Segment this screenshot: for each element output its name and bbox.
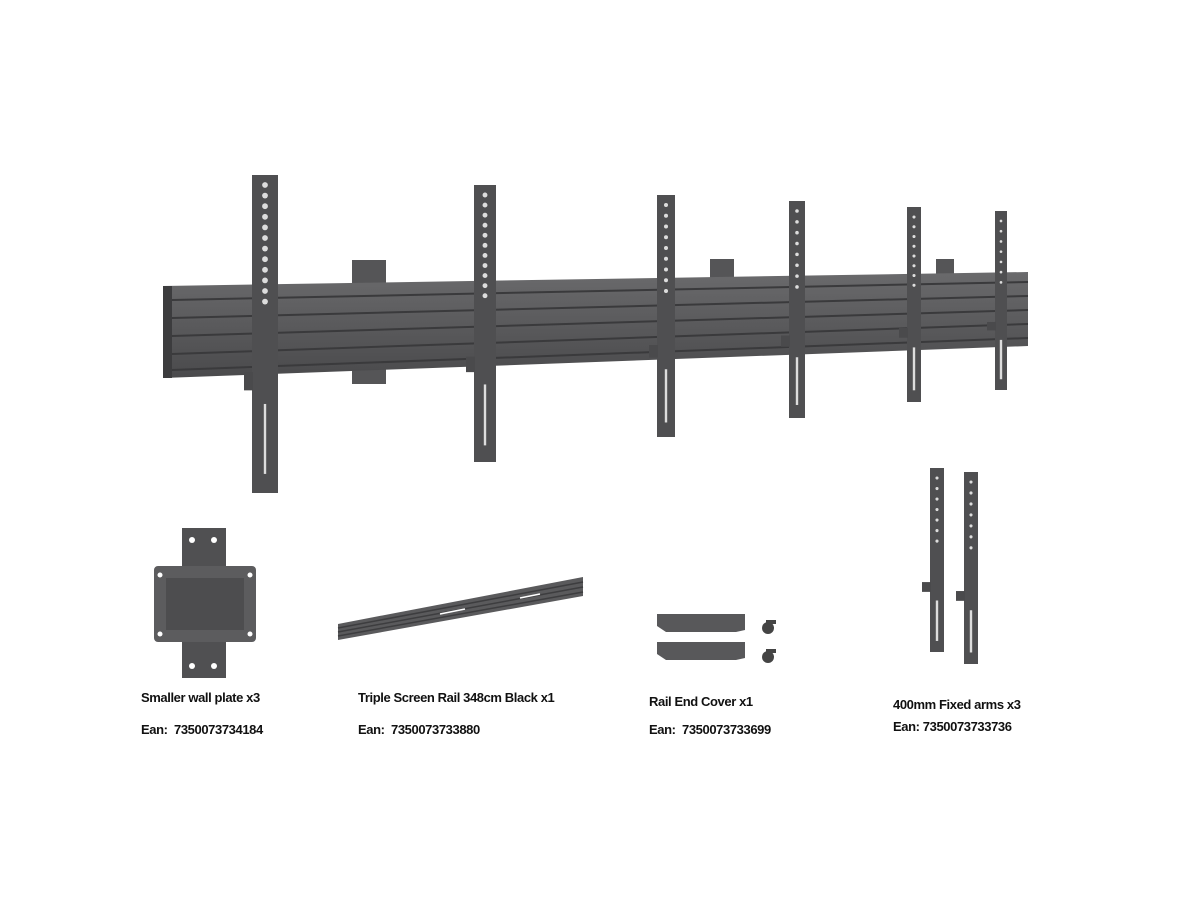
arm <box>781 201 805 418</box>
product-ean: Ean: 7350073733699 <box>649 722 771 737</box>
product-ean: Ean: 7350073733880 <box>358 722 480 737</box>
product-name: 400mm Fixed arms x3 <box>893 697 1021 712</box>
rail-end-cover-part <box>657 614 776 663</box>
product-name: Smaller wall plate x3 <box>141 690 260 705</box>
screw-icon <box>762 620 776 663</box>
arm <box>956 472 978 664</box>
arm <box>466 185 496 462</box>
product-ean: Ean: 7350073734184 <box>141 722 263 737</box>
arm <box>987 211 1007 390</box>
arm <box>244 175 278 493</box>
arm <box>922 468 944 652</box>
assembled-arms <box>244 175 1007 493</box>
assembled-rail <box>163 272 1029 378</box>
arm <box>899 207 921 402</box>
product-ean: Ean: 7350073733736 <box>893 719 1012 734</box>
fixed-arms-part <box>922 468 978 664</box>
wall-plate-part <box>154 528 256 678</box>
rail-part <box>337 577 584 640</box>
arm <box>649 195 675 437</box>
product-name: Triple Screen Rail 348cm Black x1 <box>358 690 555 705</box>
product-name: Rail End Cover x1 <box>649 694 753 709</box>
